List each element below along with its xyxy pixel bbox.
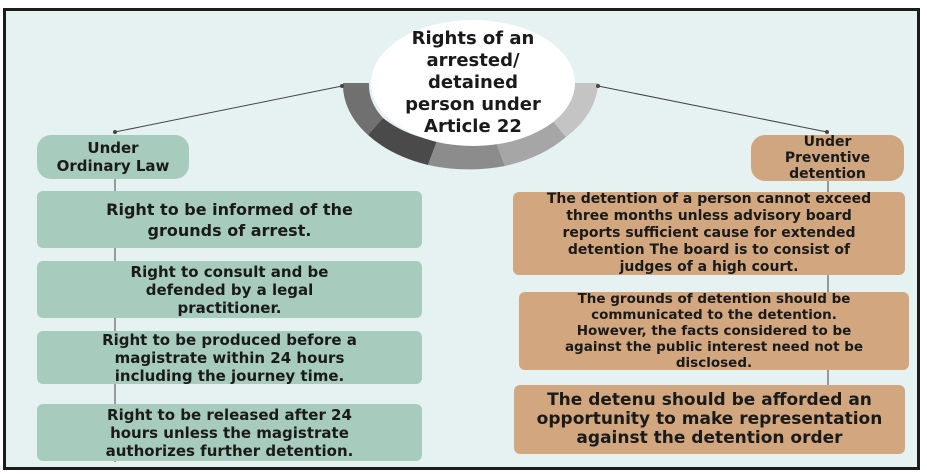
ordinary-law-right-2: Right to consult and be defended by a le… — [37, 261, 422, 318]
ring-segment-4 — [496, 119, 566, 166]
ordinary-law-right-2-text: Right to consult and be defended by a le… — [130, 262, 329, 317]
connector-dot-center-right — [596, 84, 600, 88]
ring-segment-2 — [368, 118, 437, 165]
ordinary-law-right-4-text: Right to be released after 24 hours unle… — [105, 405, 354, 460]
connector-dot-center-left — [340, 84, 344, 88]
connector-dot-right — [825, 130, 829, 134]
ordinary-law-right-3-text: Right to be produced before a magistrate… — [102, 330, 357, 385]
ordinary-law-right-1-text: Right to be informed of the grounds of a… — [106, 199, 353, 240]
ordinary-law-heading: Under Ordinary Law — [37, 135, 189, 179]
preventive-detention-right-3: The detenu should be afforded an opportu… — [514, 385, 905, 454]
connector-dot-left — [113, 130, 117, 134]
preventive-detention-right-1-text: The detention of a person cannot exceed … — [546, 191, 872, 275]
faint-watermark — [893, 399, 923, 433]
ordinary-law-right-3: Right to be produced before a magistrate… — [37, 330, 422, 385]
ordinary-law-right-4: Right to be released after 24 hours unle… — [37, 404, 422, 461]
ring-segment-3 — [428, 141, 505, 170]
preventive-detention-right-2-text: The grounds of detention should be commu… — [564, 291, 864, 371]
ring-segment-1 — [342, 83, 383, 135]
ordinary-law-heading-text: Under Ordinary Law — [56, 139, 170, 175]
connector-to-preventive-detention — [597, 85, 828, 133]
title-ring — [342, 83, 598, 170]
preventive-detention-right-3-text: The detenu should be afforded an opportu… — [536, 390, 883, 448]
central-title-text: Rights of an arrested/ detained person u… — [405, 28, 541, 137]
connector-to-ordinary-law — [114, 85, 343, 133]
preventive-detention-heading: Under Preventive detention — [751, 134, 904, 182]
ordinary-law-right-1: Right to be informed of the grounds of a… — [37, 191, 422, 248]
ring-segment-5 — [551, 83, 598, 137]
preventive-detention-heading-text: Under Preventive detention — [784, 134, 871, 182]
preventive-detention-right-2: The grounds of detention should be commu… — [519, 291, 909, 371]
central-title: Rights of an arrested/ detained person u… — [371, 20, 575, 146]
preventive-detention-right-1: The detention of a person cannot exceed … — [513, 191, 905, 275]
